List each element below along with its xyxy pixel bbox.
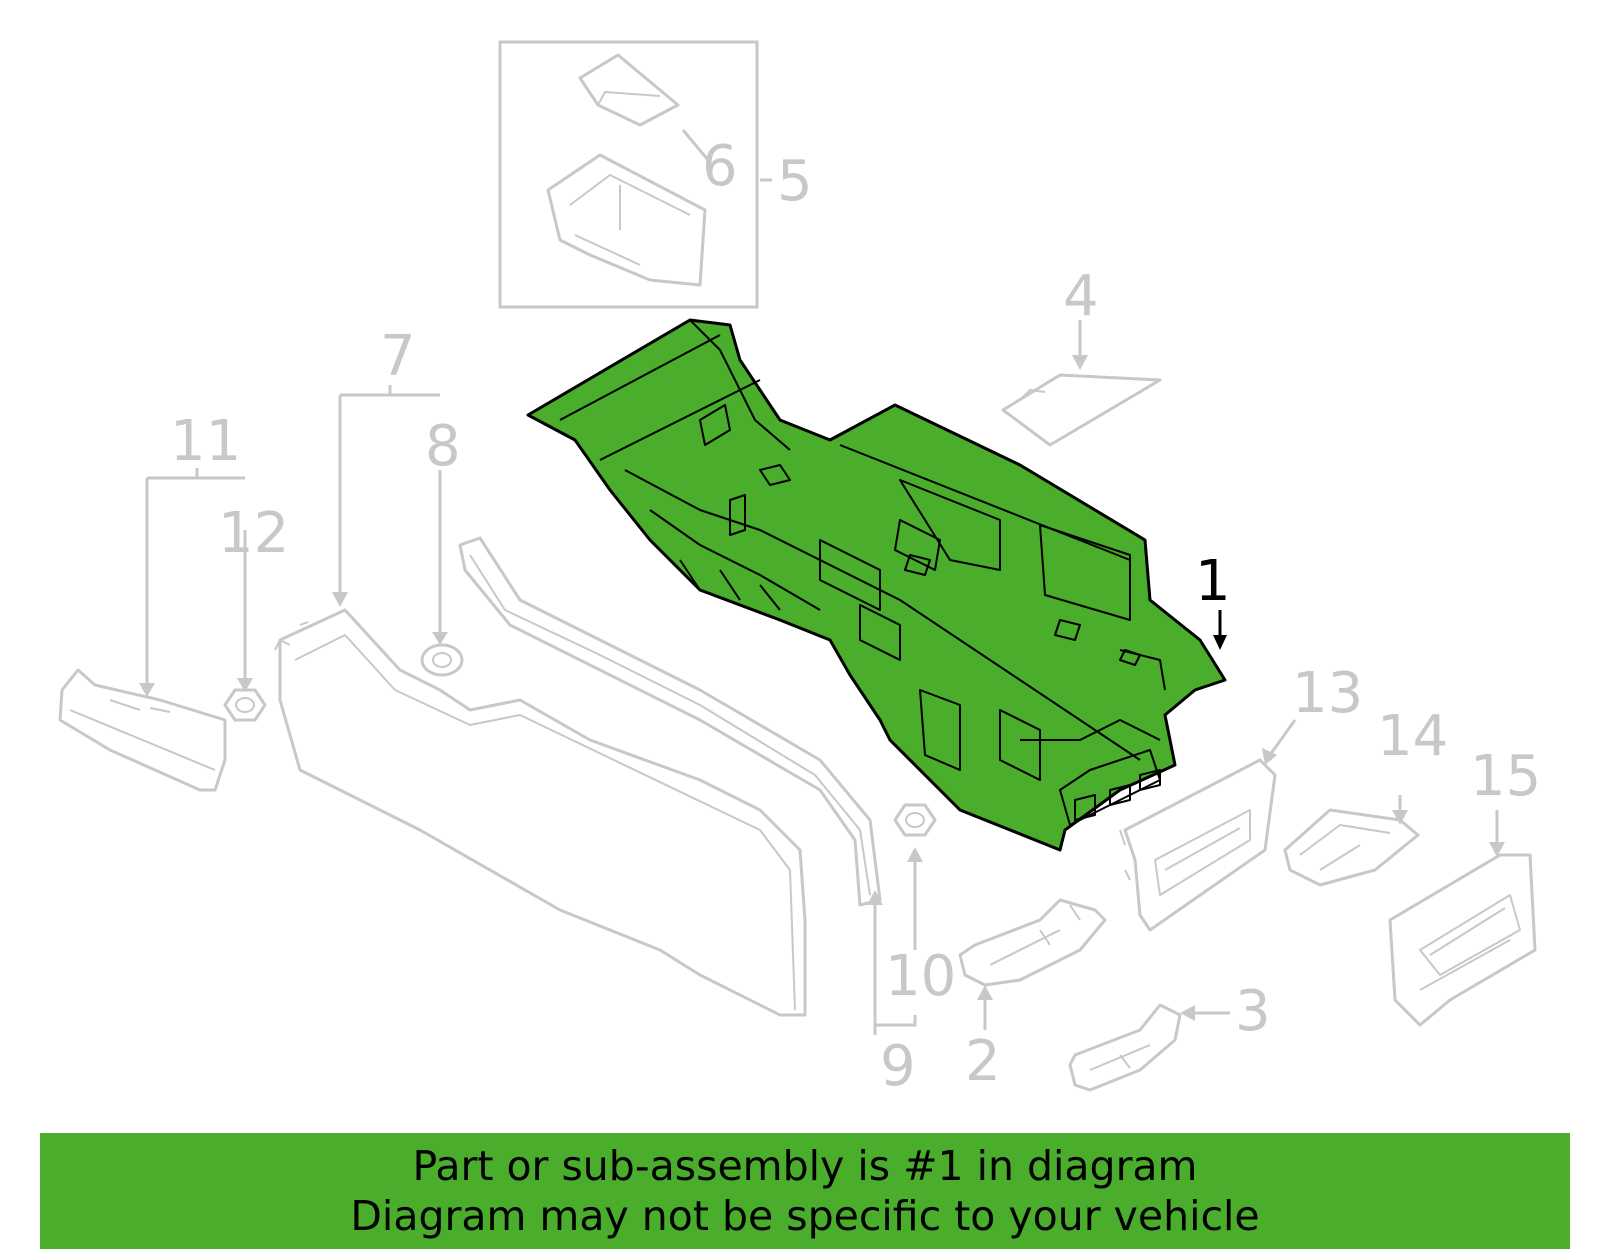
callout-11: 11: [170, 409, 241, 474]
callout-14: 14: [1377, 704, 1448, 769]
part-13-panel[interactable]: [1119, 758, 1277, 932]
info-banner: Part or sub-assembly is #1 in diagram Di…: [40, 1133, 1570, 1249]
parts-diagram: 1 2 3 4 5 6 7 8 9 10 11 12 13 14 15: [58, 40, 1541, 1099]
part-2-bracket[interactable]: [958, 898, 1107, 987]
callout-13: 13: [1292, 661, 1363, 726]
callout-10: 10: [885, 944, 956, 1009]
callout-12: 12: [218, 501, 289, 566]
callout-8: 8: [425, 414, 461, 479]
banner-line-2: Diagram may not be specific to your vehi…: [350, 1192, 1260, 1240]
callout-3: 3: [1235, 979, 1271, 1044]
callout-7: 7: [380, 324, 416, 389]
part-12-nut[interactable]: [223, 688, 267, 722]
part-1-floor-pan[interactable]: [526, 318, 1227, 852]
callout-9: 9: [880, 1034, 916, 1099]
part-5-bracket[interactable]: [546, 153, 707, 287]
part-10-nut[interactable]: [893, 803, 937, 837]
part-11-bracket[interactable]: [58, 668, 227, 792]
part-3-bracket[interactable]: [1068, 1003, 1182, 1092]
callout-6: 6: [702, 134, 738, 199]
callout-2: 2: [965, 1029, 1001, 1094]
part-8-clip[interactable]: [420, 643, 464, 677]
callout-1: 1: [1195, 549, 1231, 614]
part-15-panel[interactable]: [1388, 853, 1537, 1027]
inset-box: [498, 40, 759, 309]
part-6-pad[interactable]: [578, 53, 680, 127]
banner-line-1: Part or sub-assembly is #1 in diagram: [412, 1142, 1198, 1190]
part-14-bracket[interactable]: [1283, 808, 1420, 887]
part-4-panel[interactable]: [1001, 373, 1162, 447]
callout-5: 5: [777, 149, 813, 214]
callout-4: 4: [1063, 264, 1099, 329]
part-7-seal[interactable]: [274, 608, 807, 1017]
callout-15: 15: [1470, 744, 1541, 809]
